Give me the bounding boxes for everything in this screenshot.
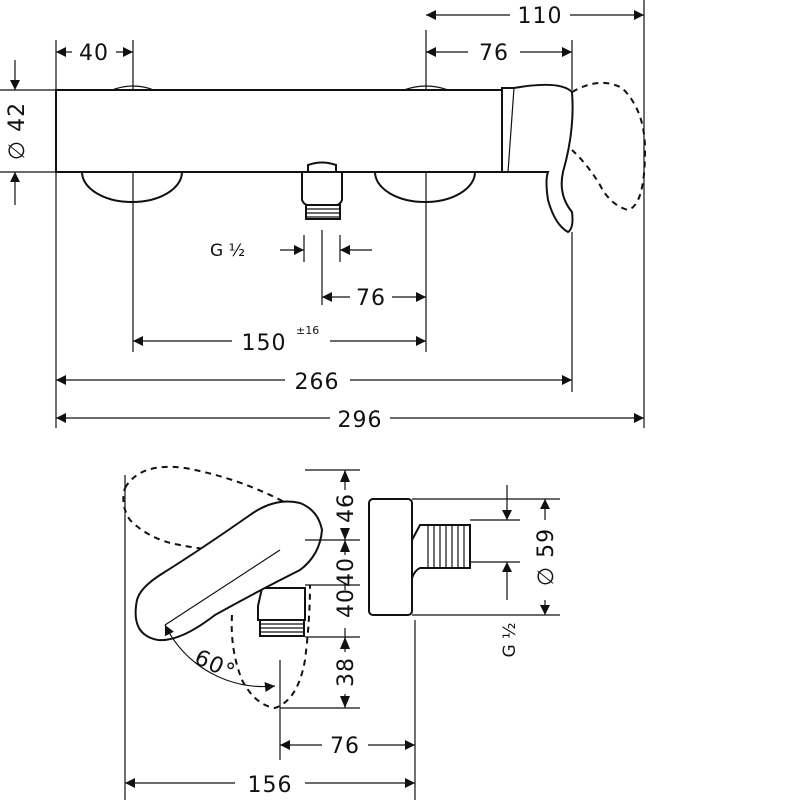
dim-total-depth: 156 <box>248 773 293 798</box>
dim-40-lower: 40 <box>334 588 359 618</box>
thread-label-top: G ½ <box>500 622 520 657</box>
dim-eccentric-to-handle: 76 <box>479 41 509 66</box>
mixer-body <box>55 89 503 173</box>
dim-flange-diameter: ∅ 59 <box>534 528 559 586</box>
outlet-nipple-top <box>411 524 471 579</box>
front-view: 110 40 76 ∅ 42 G ½ 76 150 ±16 266 <box>0 0 647 433</box>
dim-body-width: 266 <box>295 370 340 395</box>
dim-40-upper: 40 <box>334 557 359 587</box>
handle-alt-position <box>571 81 647 212</box>
handle-alt-position-top <box>122 465 314 554</box>
outlet-nipple <box>301 161 343 220</box>
dim-38: 38 <box>334 657 359 687</box>
wall-cover-left <box>80 171 184 203</box>
dim-overall-width: 296 <box>338 408 383 433</box>
dim-body-diameter: ∅ 42 <box>5 102 30 160</box>
wall-cover-right <box>373 171 477 203</box>
dim-center-distance: 150 <box>242 331 287 356</box>
top-view: 46 40 40 38 ∅ 59 G ½ 60° 76 156 <box>122 465 560 800</box>
dim-left-offset: 40 <box>79 41 109 66</box>
dim-outlet-to-eccentric: 76 <box>356 286 386 311</box>
wall-flange <box>368 498 413 616</box>
dim-46: 46 <box>334 493 359 523</box>
dim-outlet-offset: 76 <box>330 734 360 759</box>
dim-handle-projection: 110 <box>518 4 563 29</box>
dim-handle-angle: 60° <box>190 645 239 685</box>
thread-label-front: G ½ <box>210 241 245 261</box>
dim-center-tolerance: ±16 <box>296 324 319 337</box>
